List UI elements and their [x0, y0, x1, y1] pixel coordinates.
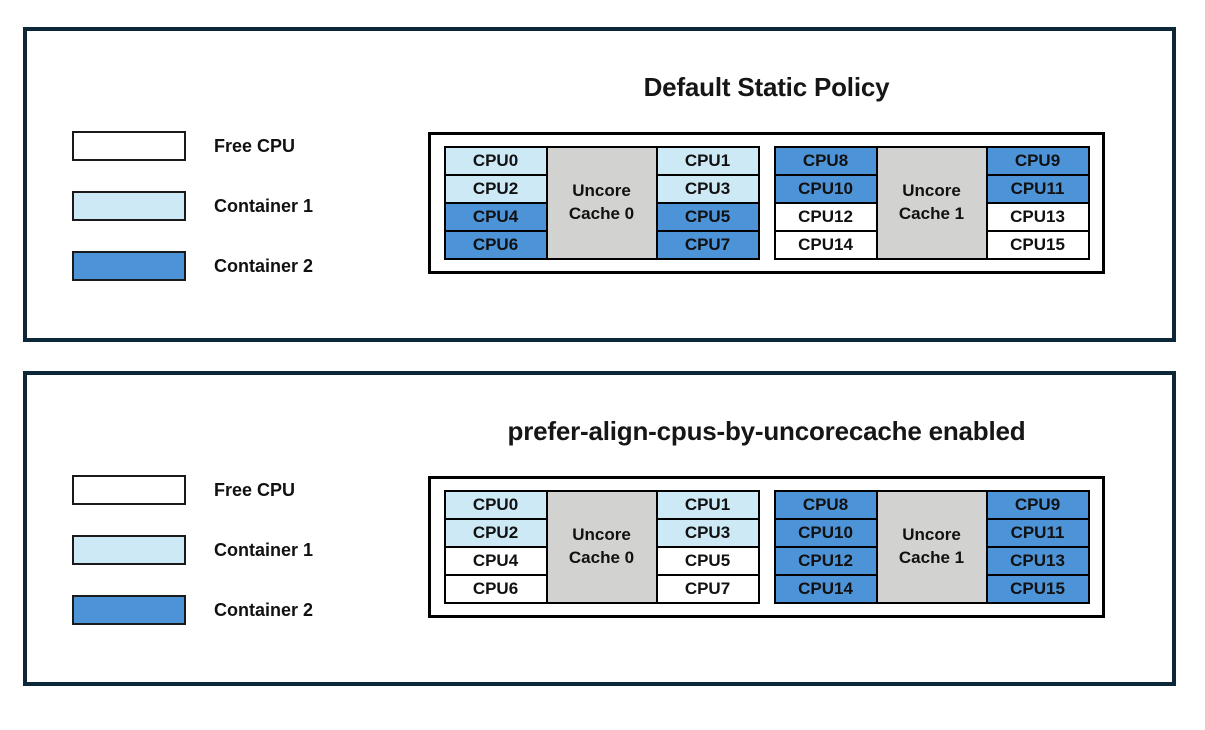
cpu-topology-diagram: CPU0 CPU2 CPU4 CPU6 Uncore Cache 0 CPU1 …: [428, 476, 1105, 618]
legend: Free CPU Container 1 Container 2: [72, 131, 313, 281]
legend: Free CPU Container 1 Container 2: [72, 475, 313, 625]
legend-item-free-cpu: Free CPU: [72, 131, 313, 161]
cpu-cell: CPU7: [655, 574, 760, 604]
legend-swatch-container-1: [72, 191, 186, 221]
cpu-column-left: CPU0 CPU2 CPU4 CPU6: [443, 490, 548, 604]
cpu-cell: CPU13: [985, 202, 1090, 232]
cpu-column-right: CPU9 CPU11 CPU13 CPU15: [985, 146, 1090, 260]
cpu-cell: CPU9: [985, 146, 1090, 176]
cpu-cell: CPU12: [773, 202, 878, 232]
legend-label: Free CPU: [214, 135, 296, 156]
cpu-cell: CPU8: [773, 146, 878, 176]
legend-swatch-free-cpu: [72, 131, 186, 161]
uncore-cache-group-0: CPU0 CPU2 CPU4 CPU6 Uncore Cache 0 CPU1 …: [443, 146, 760, 260]
cpu-cell: CPU3: [655, 518, 760, 548]
cpu-cell: CPU14: [773, 574, 878, 604]
cpu-cell: CPU10: [773, 174, 878, 204]
cpu-cell: CPU14: [773, 230, 878, 260]
panel-title: Default Static Policy: [643, 72, 890, 102]
cpu-cell: CPU15: [985, 230, 1090, 260]
cpu-cell: CPU11: [985, 518, 1090, 548]
cpu-cell: CPU15: [985, 574, 1090, 604]
legend-swatch-container-2: [72, 251, 186, 281]
uncore-cache-group-1: CPU8 CPU10 CPU12 CPU14 Uncore Cache 1 CP…: [773, 490, 1090, 604]
legend-label: Free CPU: [214, 479, 296, 500]
cpu-cell: CPU12: [773, 546, 878, 576]
cpu-cell: CPU5: [655, 546, 760, 576]
legend-item-container-1: Container 1: [72, 535, 313, 565]
panel-prefer-align-cpus-by-uncorecache: prefer-align-cpus-by-uncorecache enabled…: [23, 371, 1176, 686]
cpu-cell: CPU6: [443, 230, 548, 260]
panel-title: prefer-align-cpus-by-uncorecache enabled: [507, 416, 1026, 446]
uncore-cache-box-0: Uncore Cache 0: [545, 146, 658, 260]
cpu-column-right: CPU9 CPU11 CPU13 CPU15: [985, 490, 1090, 604]
legend-label: Container 2: [214, 255, 314, 276]
cpu-column-right: CPU1 CPU3 CPU5 CPU7: [655, 490, 760, 604]
uncore-cache-box-1: Uncore Cache 1: [875, 490, 988, 604]
cpu-cell: CPU4: [443, 546, 548, 576]
cpu-column-left: CPU8 CPU10 CPU12 CPU14: [773, 490, 878, 604]
cpu-cell: CPU2: [443, 518, 548, 548]
legend-swatch-container-2: [72, 595, 186, 625]
cpu-cell: CPU7: [655, 230, 760, 260]
cpu-column-left: CPU8 CPU10 CPU12 CPU14: [773, 146, 878, 260]
cpu-cell: CPU5: [655, 202, 760, 232]
uncore-cache-box-0: Uncore Cache 0: [545, 490, 658, 604]
cpu-cell: CPU0: [443, 146, 548, 176]
legend-item-container-2: Container 2: [72, 595, 313, 625]
legend-swatch-free-cpu: [72, 475, 186, 505]
cpu-cell: CPU0: [443, 490, 548, 520]
legend-label: Container 2: [214, 599, 314, 620]
uncore-cache-box-1: Uncore Cache 1: [875, 146, 988, 260]
cpu-topology-diagram: CPU0 CPU2 CPU4 CPU6 Uncore Cache 0 CPU1 …: [428, 132, 1105, 274]
cpu-cell: CPU8: [773, 490, 878, 520]
legend-item-container-2: Container 2: [72, 251, 313, 281]
cpu-cell: CPU1: [655, 146, 760, 176]
legend-item-container-1: Container 1: [72, 191, 313, 221]
cpu-cell: CPU6: [443, 574, 548, 604]
cpu-cell: CPU11: [985, 174, 1090, 204]
legend-swatch-container-1: [72, 535, 186, 565]
cpu-column-left: CPU0 CPU2 CPU4 CPU6: [443, 146, 548, 260]
panel-default-static-policy: Default Static Policy Free CPU Container…: [23, 27, 1176, 342]
cpu-column-right: CPU1 CPU3 CPU5 CPU7: [655, 146, 760, 260]
cpu-cell: CPU2: [443, 174, 548, 204]
cpu-cell: CPU9: [985, 490, 1090, 520]
legend-label: Container 1: [214, 539, 314, 560]
cpu-cell: CPU10: [773, 518, 878, 548]
cpu-cell: CPU3: [655, 174, 760, 204]
cpu-cell: CPU1: [655, 490, 760, 520]
legend-label: Container 1: [214, 195, 314, 216]
cpu-cell: CPU4: [443, 202, 548, 232]
legend-item-free-cpu: Free CPU: [72, 475, 313, 505]
cpu-cell: CPU13: [985, 546, 1090, 576]
uncore-cache-group-0: CPU0 CPU2 CPU4 CPU6 Uncore Cache 0 CPU1 …: [443, 490, 760, 604]
uncore-cache-group-1: CPU8 CPU10 CPU12 CPU14 Uncore Cache 1 CP…: [773, 146, 1090, 260]
